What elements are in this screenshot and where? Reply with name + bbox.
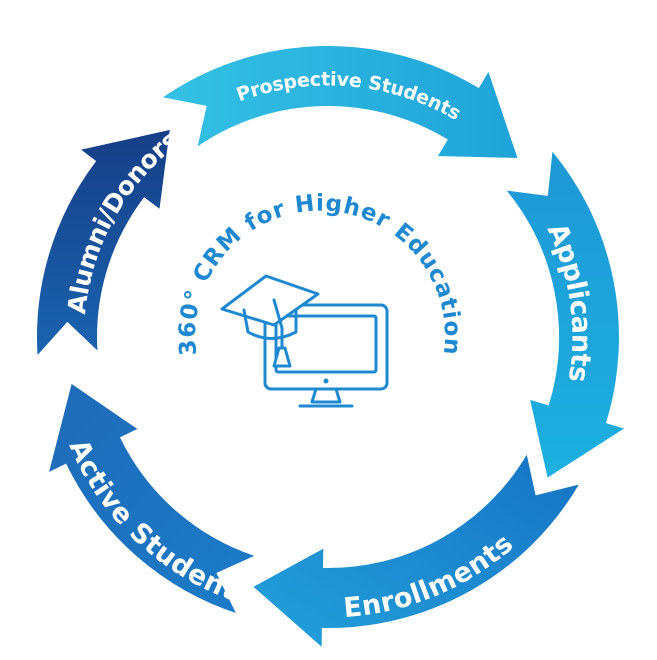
center-title: 360° CRM for Higher Education	[175, 190, 465, 356]
stage-arrow-3	[249, 449, 583, 652]
stage-arrow-2	[501, 146, 629, 481]
graduation-cap-monitor-icon	[220, 274, 389, 408]
stage-arrow-4	[46, 380, 260, 617]
stage-arrow-5	[35, 127, 173, 360]
cycle-arrows	[35, 44, 629, 652]
stage-arrow-1	[157, 44, 521, 161]
